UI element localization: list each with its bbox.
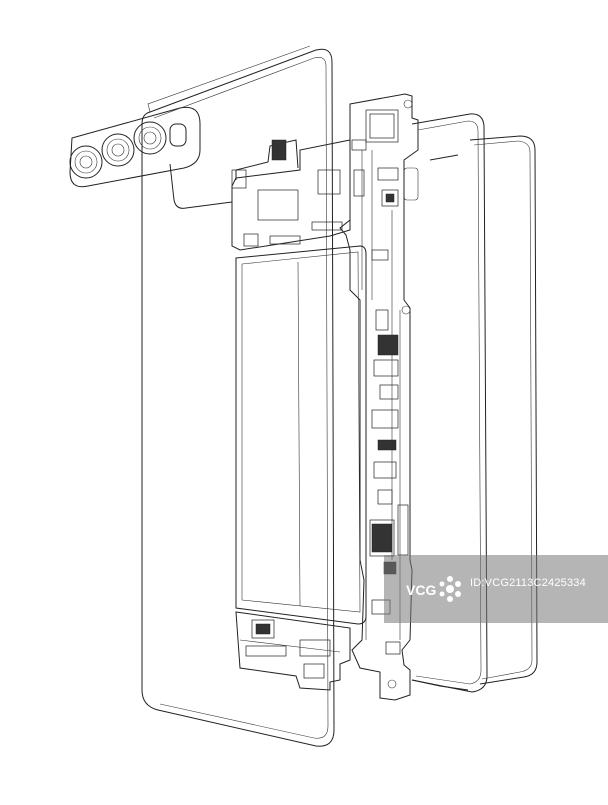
watermark-id-text: ID:VCG2113C2425334 [470, 577, 586, 589]
camera-lens-3 [133, 121, 167, 155]
vcg-logo-icon: VCG [406, 576, 461, 602]
upper-sub-board [231, 139, 351, 251]
stock-watermark: VCG ID:VCG2113C2425334 [384, 555, 608, 623]
battery [235, 245, 367, 625]
camera-module [69, 106, 233, 209]
logic-board [339, 93, 419, 701]
camera-lens-2 [101, 133, 135, 167]
lower-sub-board [235, 611, 351, 691]
camera-lens-1 [69, 145, 103, 179]
flex-cable [231, 139, 299, 189]
watermark-logo-text: VCG [406, 582, 436, 598]
back-cover [141, 45, 335, 747]
front-glass-panel [469, 135, 538, 685]
